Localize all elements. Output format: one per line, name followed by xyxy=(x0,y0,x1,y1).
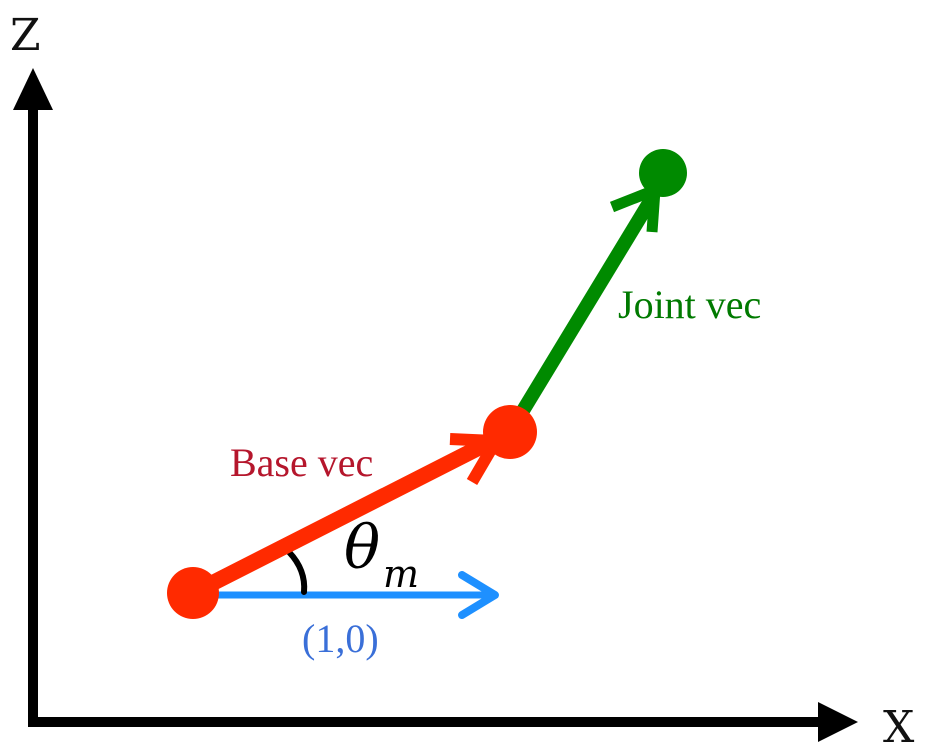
base-vector: Base vec xyxy=(167,405,537,619)
base-vector-start-point xyxy=(167,567,219,619)
joint-vector-label: Joint vec xyxy=(618,282,761,327)
unit-vector: (1,0) xyxy=(205,571,499,661)
x-axis-label: X xyxy=(883,702,915,753)
base-vector-shaft xyxy=(191,435,492,600)
x-axis-arrowhead xyxy=(818,702,858,742)
unit-vector-label: (1,0) xyxy=(302,616,379,661)
angle-label: θ m xyxy=(344,513,419,596)
unit-vector-arrowhead xyxy=(458,571,499,619)
base-vector-end-point xyxy=(483,405,537,459)
base-vector-label: Base vec xyxy=(230,440,373,485)
angle-arc xyxy=(286,549,308,595)
joint-vector-shaft xyxy=(504,194,658,436)
z-axis-arrowhead xyxy=(13,68,53,110)
angle-subscript: m xyxy=(383,552,419,596)
joint-vector-endpoint xyxy=(639,149,687,197)
joint-vector: Joint vec xyxy=(504,149,761,436)
z-axis-label: Z xyxy=(10,10,41,61)
axes: Z X xyxy=(10,10,915,753)
angle-symbol: θ xyxy=(344,513,380,583)
